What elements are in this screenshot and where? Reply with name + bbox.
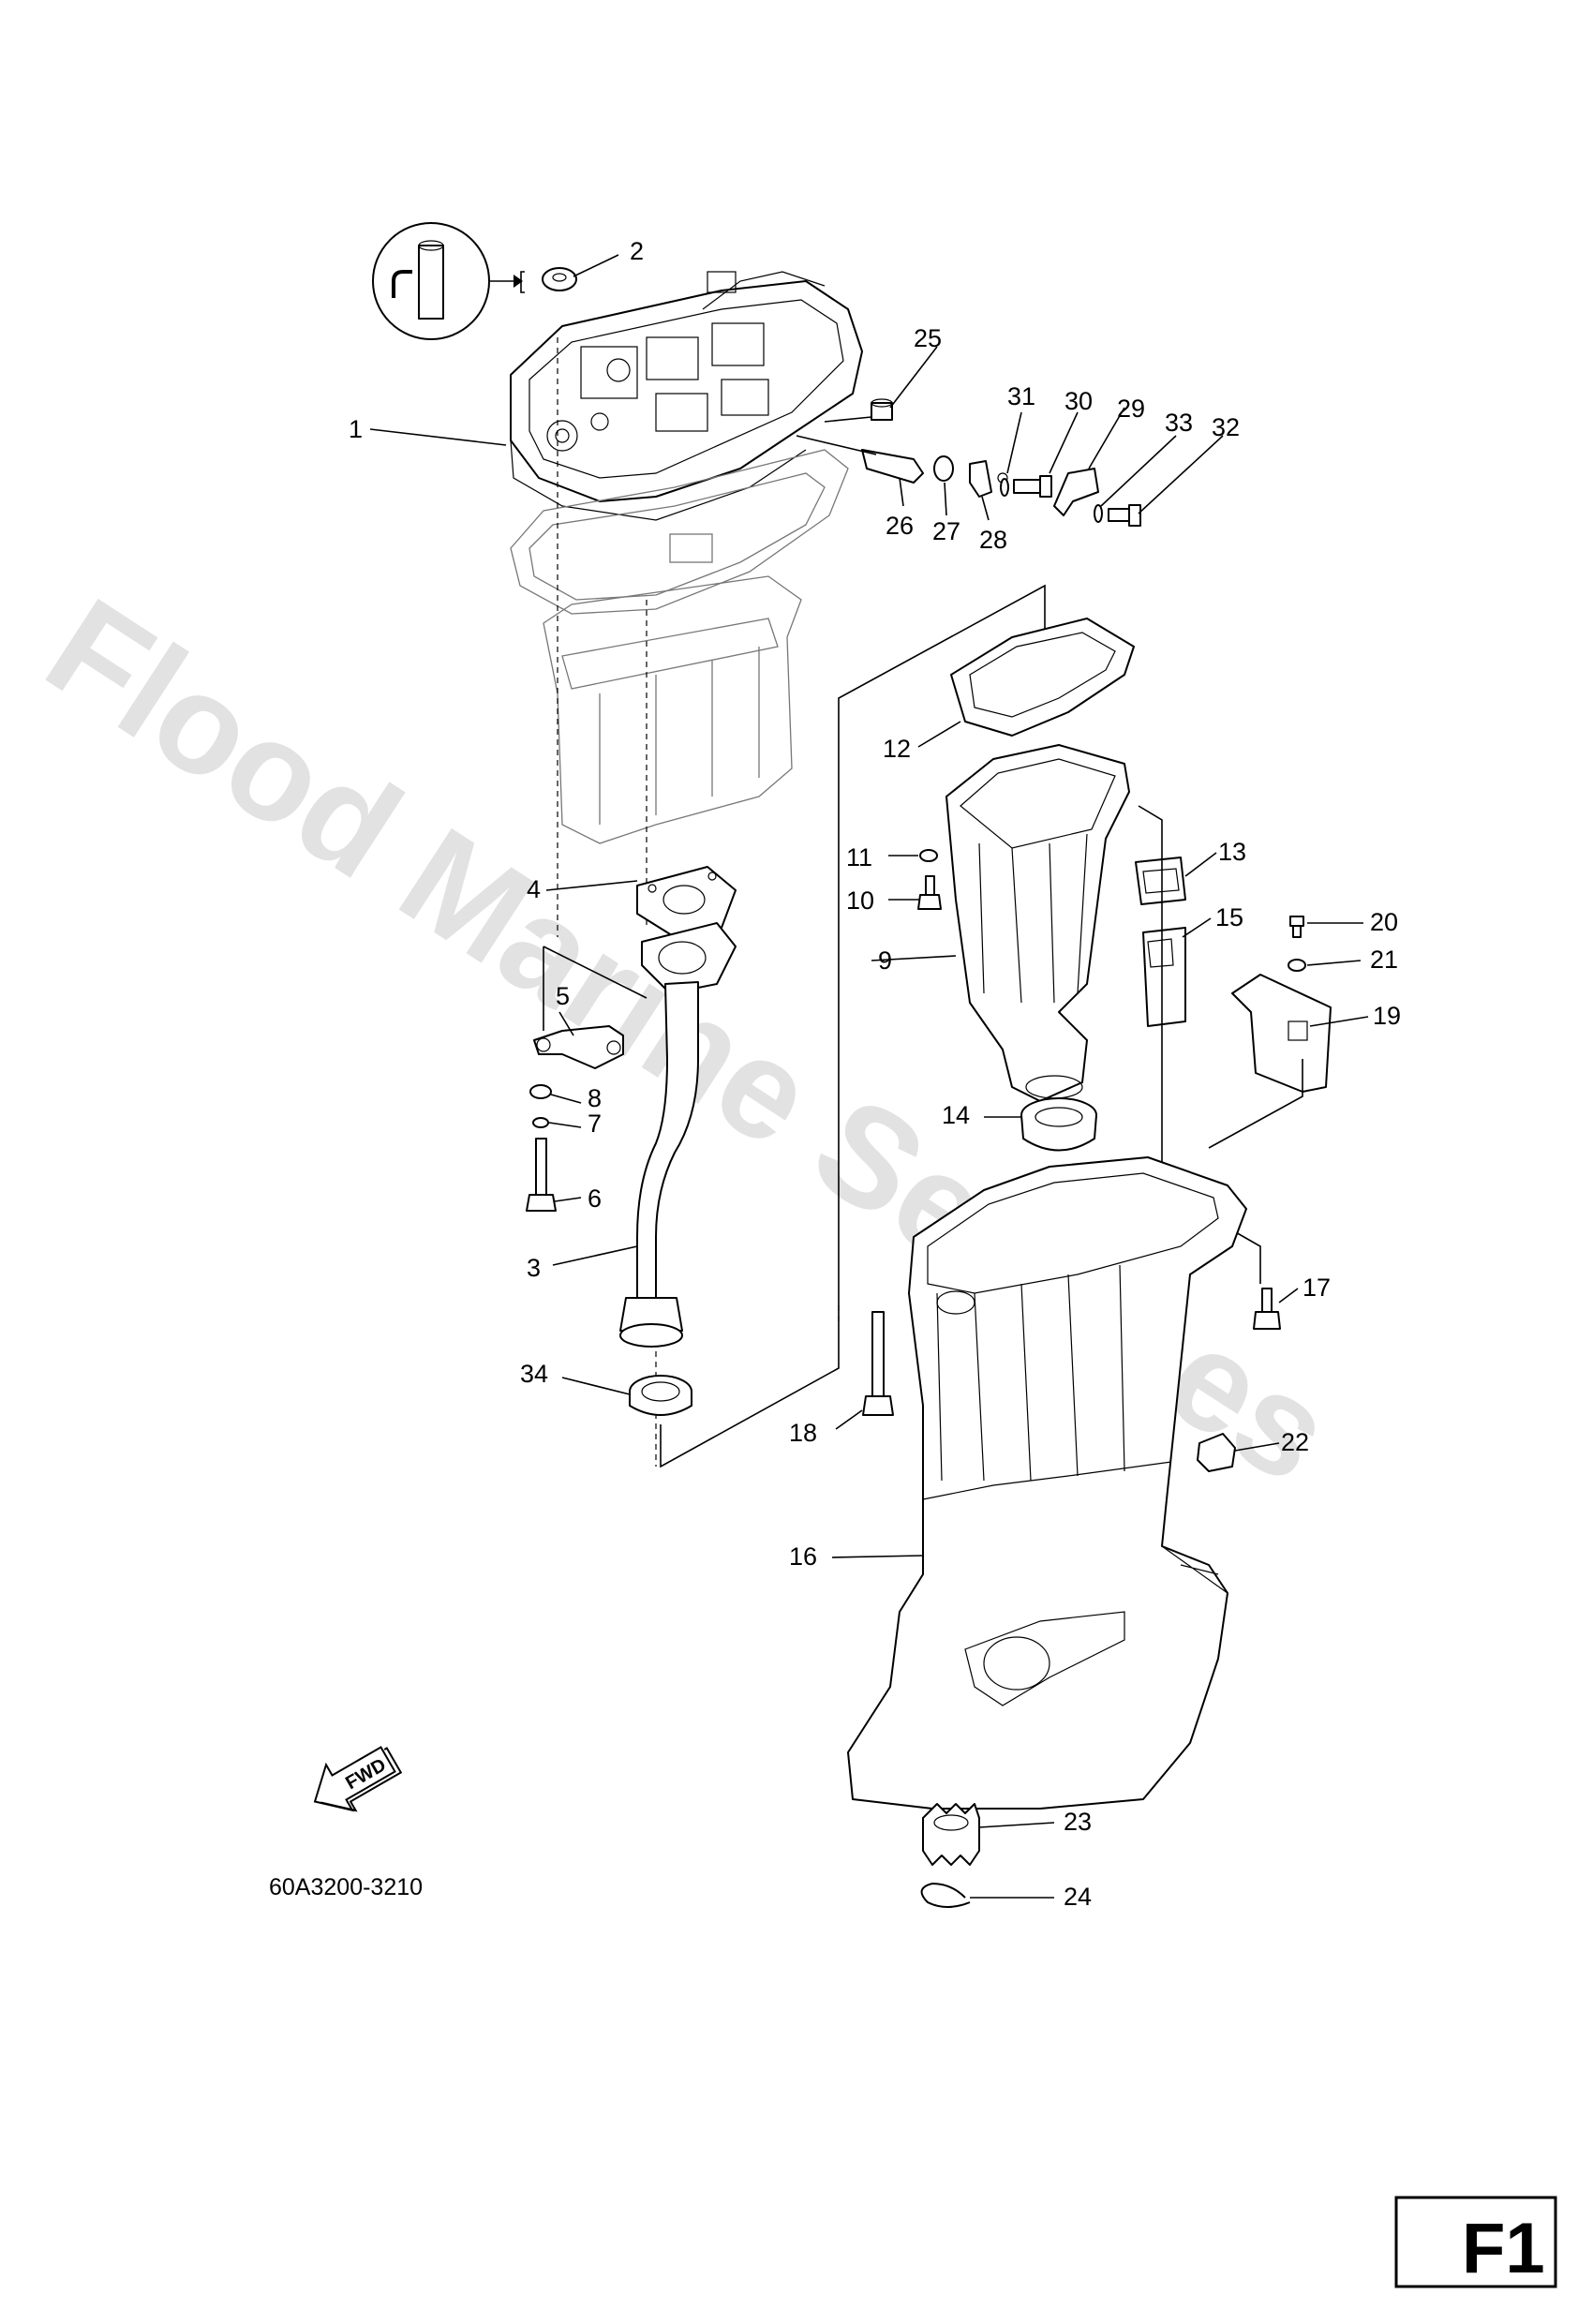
callout-29: 29 (1117, 395, 1145, 423)
group-bracket-line (1227, 1227, 1261, 1284)
part-5-bracket (533, 1025, 624, 1069)
callout-19: 19 (1373, 1002, 1401, 1030)
callout-11: 11 (846, 843, 872, 872)
callout-15: 15 (1215, 903, 1243, 931)
part-33-washer (1094, 504, 1103, 523)
callout-30: 30 (1064, 387, 1093, 415)
callout-2: 2 (630, 237, 644, 265)
callout-21: 21 (1370, 946, 1398, 974)
exhaust-flange (641, 922, 737, 994)
group-bracket-line (1208, 1059, 1303, 1149)
grease-symbol-icon (372, 222, 525, 340)
callout-4: 4 (527, 875, 541, 903)
callout-23: 23 (1064, 1808, 1092, 1836)
part-28-clip (969, 460, 1008, 498)
callout-32: 32 (1212, 413, 1240, 441)
callout-18: 18 (789, 1419, 817, 1447)
callout-7: 7 (588, 1110, 602, 1138)
callout-3: 3 (527, 1254, 541, 1282)
callout-10: 10 (846, 886, 874, 915)
callout-27: 27 (932, 517, 960, 545)
part-6-bolt (526, 1138, 557, 1212)
callout-22: 22 (1281, 1428, 1309, 1456)
part-24-circlip (920, 1883, 971, 1908)
part-21-washer (1288, 959, 1306, 972)
callout-28: 28 (979, 526, 1007, 554)
callout-6: 6 (588, 1184, 602, 1213)
leader-lines (369, 254, 1369, 1899)
upper-gasket-ghost (510, 449, 849, 615)
part-17-bolt (1253, 1288, 1281, 1330)
part-29-plate (1053, 468, 1099, 516)
part-13-damper (1135, 857, 1186, 905)
callout-8: 8 (588, 1084, 602, 1112)
callout-9: 9 (878, 946, 892, 975)
part-34-seal (629, 1375, 692, 1416)
callout-12: 12 (883, 735, 911, 763)
callout-1: 1 (349, 415, 363, 443)
page-tag-text: F1 (1462, 2209, 1545, 2288)
callout-17: 17 (1303, 1274, 1331, 1302)
part-10-bolt (917, 875, 942, 910)
part-32-bolt (1108, 504, 1141, 527)
callout-13: 13 (1218, 838, 1246, 866)
callout-26: 26 (886, 512, 914, 540)
callout-34: 34 (520, 1360, 548, 1388)
part-7-washer (532, 1117, 549, 1128)
part-25-nut (871, 398, 893, 421)
part-27-bushing (933, 455, 954, 482)
part-31-washer (1000, 478, 1009, 497)
part-22-plug (1197, 1433, 1236, 1472)
fwd-arrow-icon: FWD (313, 1746, 403, 1812)
oil-pan-ghost (543, 575, 802, 844)
callout-5: 5 (556, 982, 570, 1010)
callout-16: 16 (789, 1542, 817, 1571)
part-12-gasket (950, 618, 1135, 737)
part-23-gear (922, 1803, 980, 1866)
callout-25: 25 (914, 324, 942, 352)
part-19-cover (1231, 974, 1332, 1093)
part-2-washer (542, 267, 577, 291)
part-8-washer (529, 1084, 552, 1099)
part-30-bolt (1013, 475, 1052, 498)
callout-24: 24 (1064, 1883, 1092, 1911)
callout-labels: 1 2 3 4 5 6 7 8 9 10 11 12 13 14 15 16 1… (349, 237, 1401, 1911)
leader-line (796, 416, 877, 455)
part-26-pin (861, 449, 924, 484)
page-tag: F1 (1394, 2196, 1557, 2288)
part-11-washer (919, 849, 938, 862)
part-3-exhaust-pipe (619, 981, 699, 1348)
diagram-code: 60A3200-3210 (269, 1874, 423, 1900)
callout-31: 31 (1007, 382, 1035, 410)
part-20-bolt (1289, 916, 1304, 938)
callout-20: 20 (1370, 908, 1398, 936)
part-18-bolt (862, 1311, 894, 1416)
part-1-upper-mount (510, 271, 863, 521)
part-9-exhaust-housing (945, 744, 1130, 1102)
callout-14: 14 (942, 1101, 970, 1129)
part-16-lower-casing (847, 1156, 1247, 1810)
part-15-plate (1142, 927, 1186, 1027)
group-bracket-line (660, 584, 1046, 1468)
callout-33: 33 (1165, 409, 1193, 437)
group-bracket-line (543, 946, 648, 1031)
part-14-seal (1020, 1097, 1097, 1152)
